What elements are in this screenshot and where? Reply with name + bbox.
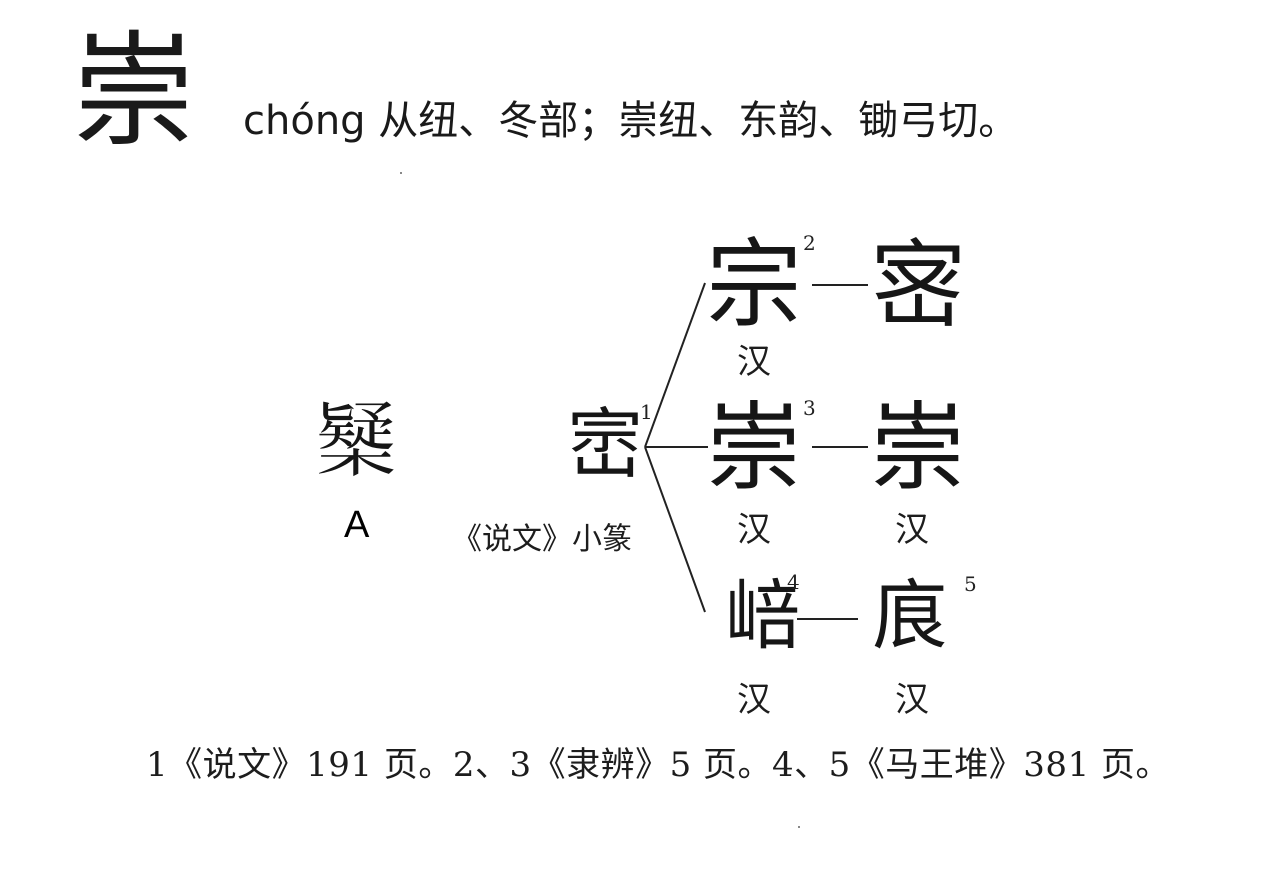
row2-right-era: 汉: [895, 510, 929, 550]
shuowen-caption: 《说文》小篆: [452, 522, 632, 557]
row1-right-glyph: 宻: [870, 229, 966, 341]
scan-speck: [400, 172, 402, 174]
a-form-glyph: 𣝆: [316, 396, 396, 489]
row3-left-era: 汉: [737, 680, 771, 720]
row1-left-era: 汉: [737, 342, 771, 382]
link-to-row3: [644, 446, 706, 613]
shuowen-ref-number: 1: [640, 400, 653, 424]
pronunciation-line: chóng 从纽、冬部；崇纽、东韵、锄弓切。: [243, 98, 1019, 144]
source-footnote: 1《说文》191 页。2、3《隶辨》5 页。4、5《马王堆》381 页。: [146, 745, 1171, 785]
a-form-label: A: [344, 504, 370, 546]
link-to-row1: [644, 282, 706, 448]
row3-right-glyph: 㡾: [872, 571, 948, 660]
head-character: 崇: [72, 20, 196, 164]
row3-right-ref-number: 5: [964, 572, 977, 596]
row1-ref-number: 2: [803, 231, 816, 255]
row1-left-glyph: 宗: [706, 229, 802, 341]
row3-right-era: 汉: [895, 680, 929, 720]
row3-ref-number: 4: [787, 570, 800, 594]
shuowen-glyph: 崈: [567, 400, 643, 489]
row2-ref-number: 3: [803, 396, 816, 420]
row3-left-glyph: 㟝: [725, 571, 801, 660]
row2-left-era: 汉: [737, 510, 771, 550]
scan-speck: [798, 826, 800, 828]
row2-left-glyph: 崇: [706, 392, 802, 504]
row2-right-glyph: 崇: [870, 392, 966, 504]
